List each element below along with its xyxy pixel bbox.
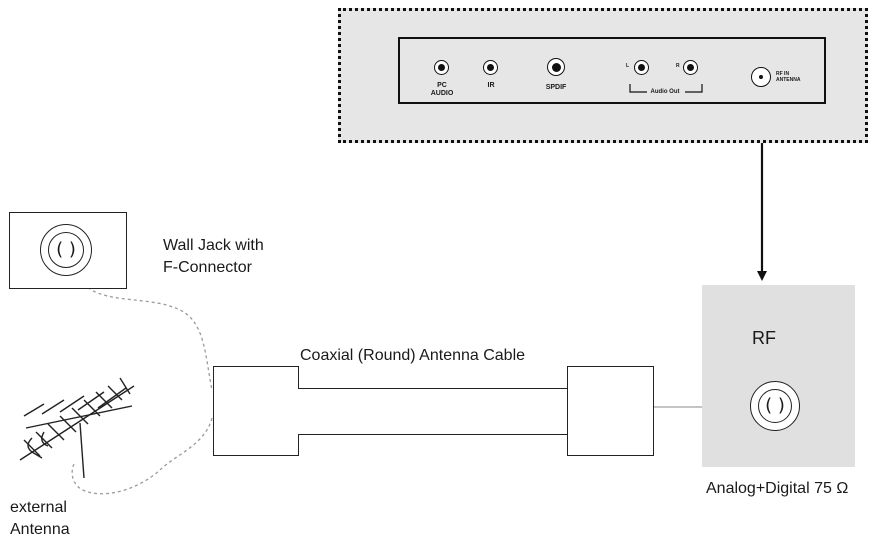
pc-audio-label: PC AUDIO bbox=[430, 82, 454, 97]
rf-in-label: RF IN ANTENNA bbox=[776, 71, 801, 83]
pc-audio-jack bbox=[434, 60, 449, 75]
rf-input-box bbox=[702, 285, 855, 467]
audio-out-r-jack bbox=[683, 60, 698, 75]
coax-socket-icon: ( ) bbox=[758, 389, 792, 423]
audio-out-bracket bbox=[629, 84, 703, 93]
spdif-jack bbox=[547, 58, 565, 76]
antenna-dashed-path bbox=[71, 417, 213, 495]
rf-f-connector: ( ) bbox=[750, 381, 800, 431]
wall-jack-label: Wall Jack with F-Connector bbox=[163, 237, 264, 276]
rf-spec-label: Analog+Digital 75 Ω bbox=[706, 480, 849, 497]
antenna-icon bbox=[19, 377, 135, 478]
wall-dashed-path bbox=[83, 282, 213, 391]
audio-l-label: L bbox=[626, 63, 630, 69]
cable-end-right bbox=[567, 366, 654, 456]
ir-jack bbox=[483, 60, 498, 75]
audio-out-l-jack bbox=[634, 60, 649, 75]
ir-label: IR bbox=[487, 82, 495, 89]
cable-end-left bbox=[213, 366, 299, 456]
cable-body bbox=[298, 388, 568, 435]
rf-title: RF bbox=[752, 328, 776, 348]
rf-in-jack bbox=[751, 67, 771, 87]
wall-f-connector: ( ) bbox=[40, 224, 92, 276]
audio-r-label: R bbox=[676, 63, 680, 69]
audio-out-label: Audio Out bbox=[650, 89, 680, 95]
coax-socket-icon: ( ) bbox=[48, 232, 84, 268]
spdif-label: SPDIF bbox=[545, 84, 567, 91]
antenna-label: external Antenna bbox=[10, 499, 70, 538]
cable-label: Coaxial (Round) Antenna Cable bbox=[300, 347, 526, 364]
